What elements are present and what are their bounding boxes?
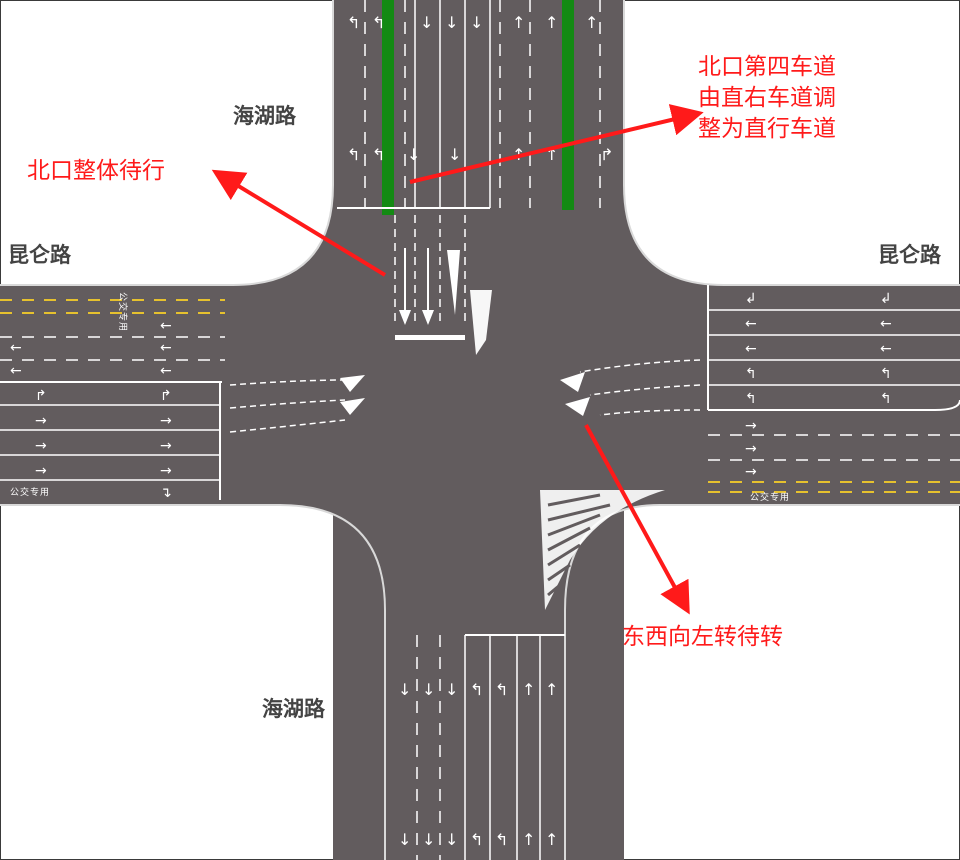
arrow-left-turn-wait: [584, 424, 690, 615]
arrow-north-lane4: [409, 104, 704, 184]
svg-text:↓: ↓: [398, 830, 411, 849]
svg-text:←: ←: [745, 316, 757, 332]
svg-text:↑: ↑: [545, 680, 558, 699]
svg-text:→: →: [160, 463, 172, 479]
svg-text:↱: ↱: [35, 388, 47, 404]
svg-text:↰: ↰: [470, 680, 483, 699]
svg-text:↑: ↑: [522, 680, 535, 699]
note-north-lane4-line2: 由直右车道调: [698, 85, 836, 111]
svg-text:↑: ↑: [512, 13, 525, 32]
pavement-text-west: 公交专用: [117, 292, 127, 333]
svg-text:←: ←: [745, 341, 757, 357]
svg-text:→: →: [160, 413, 172, 429]
svg-text:→: →: [745, 464, 757, 480]
svg-text:→: →: [35, 438, 47, 454]
svg-text:↰: ↰: [495, 680, 508, 699]
note-north-lane4: 北口第四车道 由直右车道调 整为直行车道: [698, 52, 836, 145]
svg-text:→: →: [35, 413, 47, 429]
note-left-turn-wait: 东西向左转待转: [622, 624, 783, 650]
svg-text:↰: ↰: [470, 830, 483, 849]
svg-text:↓: ↓: [407, 145, 420, 164]
svg-text:→: →: [745, 441, 757, 457]
svg-text:↓: ↓: [420, 13, 433, 32]
arrow-north-wait: [211, 169, 387, 277]
svg-text:↓: ↓: [470, 13, 483, 32]
svg-text:↴: ↴: [160, 485, 172, 501]
median-green-east: [562, 0, 574, 210]
svg-text:↰: ↰: [745, 366, 757, 382]
south-approach-markings: ↓ ↓ ↓ ↓ ↓ ↓ ↰ ↰ ↑ ↑ ↰ ↰ ↑ ↑: [398, 634, 565, 860]
svg-text:↓: ↓: [448, 145, 461, 164]
svg-text:↑: ↑: [545, 13, 558, 32]
median-green-west: [382, 0, 394, 215]
waiting-stop-line: [395, 335, 465, 340]
pavement-text-west-bottom: 公交专用: [10, 488, 51, 498]
road-name-north: 海湖路: [233, 104, 296, 128]
svg-text:→: →: [160, 438, 172, 454]
svg-text:↲: ↲: [745, 291, 757, 307]
svg-text:↰: ↰: [347, 145, 360, 164]
svg-text:↱: ↱: [600, 145, 613, 164]
svg-text:↰: ↰: [880, 366, 892, 382]
svg-text:↰: ↰: [880, 391, 892, 407]
road-name-east: 昆仑路: [878, 243, 941, 267]
annotation-arrows: [211, 104, 704, 615]
svg-text:↱: ↱: [160, 388, 172, 404]
svg-text:↰: ↰: [347, 13, 360, 32]
svg-text:←: ←: [880, 316, 892, 332]
west-approach-markings: ← ← ← ← ← ↱ → → → ↱ → → → ↴: [0, 299, 365, 501]
svg-text:↰: ↰: [372, 13, 385, 32]
svg-text:↑: ↑: [522, 830, 535, 849]
svg-text:←: ←: [10, 363, 22, 379]
pavement-text-east: 公交专用: [750, 493, 791, 503]
svg-text:↓: ↓: [422, 830, 435, 849]
road-name-south: 海湖路: [262, 697, 325, 721]
note-north-lane4-line3: 整为直行车道: [698, 116, 836, 142]
svg-text:←: ←: [160, 340, 172, 356]
svg-text:↰: ↰: [372, 145, 385, 164]
svg-text:↓: ↓: [422, 680, 435, 699]
note-north-wait: 北口整体待行: [27, 158, 165, 184]
svg-text:←: ←: [880, 341, 892, 357]
svg-text:↲: ↲: [880, 291, 892, 307]
svg-text:↓: ↓: [445, 13, 458, 32]
channelizing-hatch: [540, 490, 665, 610]
svg-text:↰: ↰: [745, 391, 757, 407]
svg-text:↓: ↓: [445, 830, 458, 849]
svg-text:←: ←: [160, 318, 172, 334]
svg-text:↰: ↰: [495, 830, 508, 849]
svg-text:↑: ↑: [585, 13, 598, 32]
svg-text:↓: ↓: [398, 680, 411, 699]
svg-text:→: →: [745, 418, 757, 434]
corner-ne: [624, 185, 724, 285]
north-approach-markings: ↰↰ ↓↓↓ ↰↰ ↓↓ ↑↑↑ ↑↑↱: [337, 0, 613, 355]
svg-text:↑: ↑: [545, 830, 558, 849]
note-north-lane4-line1: 北口第四车道: [698, 54, 836, 80]
svg-text:←: ←: [10, 340, 22, 356]
svg-text:↓: ↓: [445, 680, 458, 699]
road-name-west: 昆仑路: [8, 243, 71, 267]
east-approach-markings: ↲ ↲ ← ← ← ← ↰ ↰ ↰ ↰ → → →: [560, 285, 960, 493]
svg-text:←: ←: [160, 363, 172, 379]
svg-text:→: →: [35, 463, 47, 479]
